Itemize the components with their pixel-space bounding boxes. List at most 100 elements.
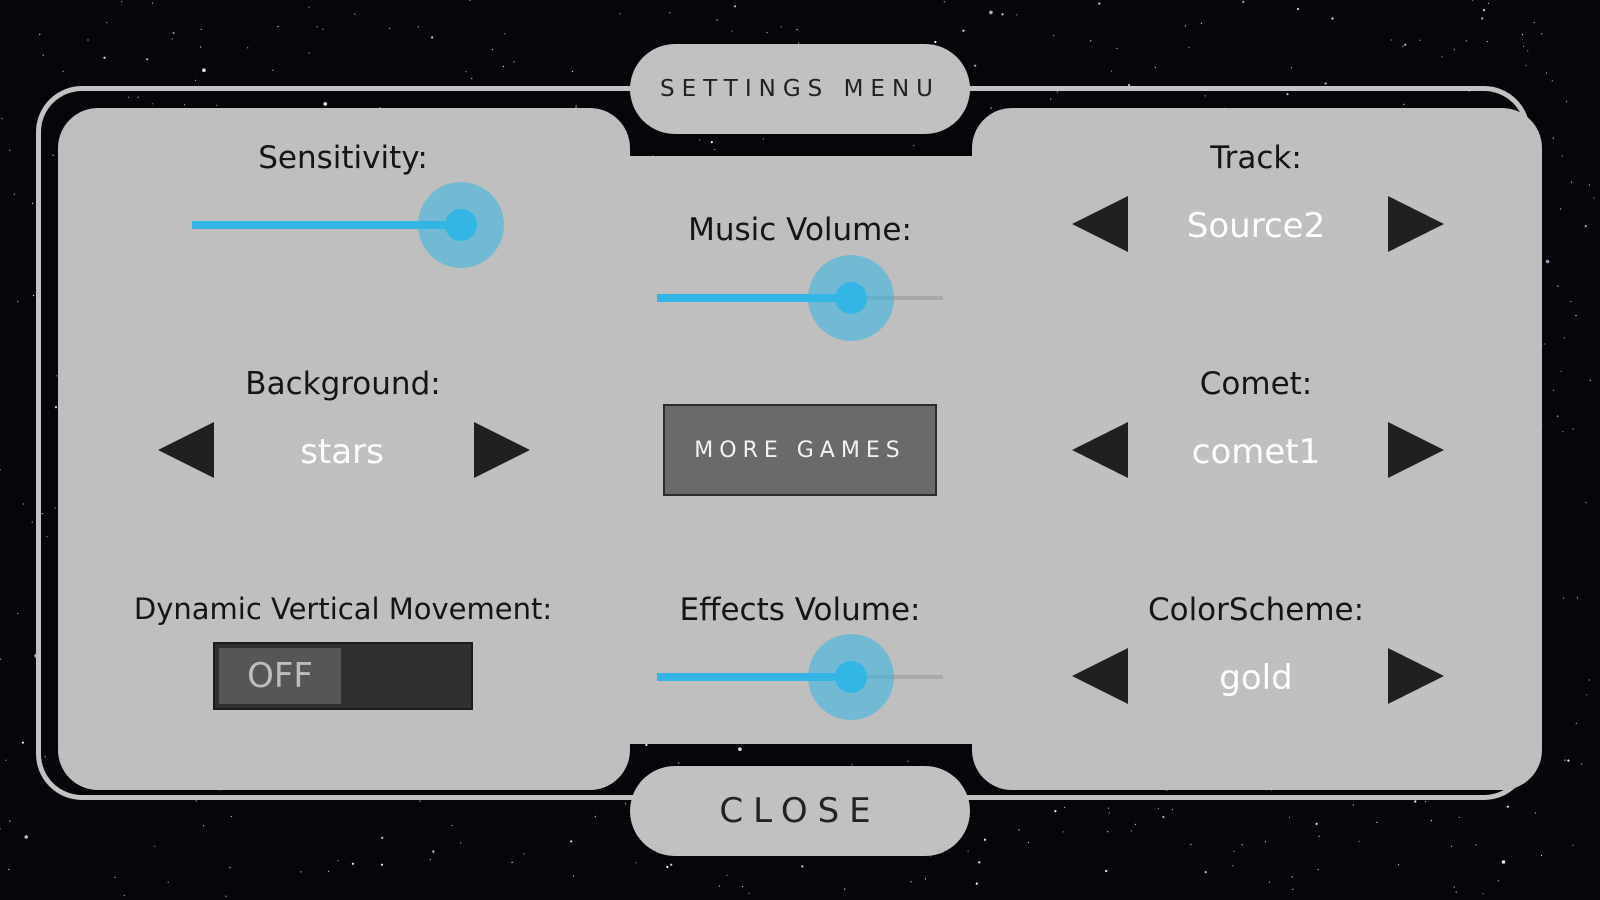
dynamic-vertical-movement-toggle[interactable]: OFF <box>213 642 473 710</box>
star <box>106 21 108 24</box>
colorscheme-label: ColorScheme: <box>1147 592 1365 628</box>
star <box>1545 259 1550 264</box>
star <box>1018 829 1020 831</box>
star <box>32 295 35 297</box>
background-prev-arrow-icon[interactable] <box>158 422 214 478</box>
star <box>1162 815 1165 819</box>
background-next-arrow-icon[interactable] <box>474 422 530 478</box>
star <box>1317 869 1319 871</box>
star <box>1563 337 1565 339</box>
star <box>1521 34 1524 36</box>
star <box>1541 33 1543 35</box>
star <box>1188 46 1190 48</box>
star <box>151 2 153 4</box>
star <box>24 835 29 839</box>
star <box>1 118 3 120</box>
star <box>54 406 58 409</box>
star <box>419 800 421 802</box>
star <box>989 10 993 15</box>
star <box>1560 370 1562 372</box>
star <box>1064 806 1066 809</box>
star <box>573 875 575 877</box>
star <box>87 39 89 41</box>
star <box>21 741 24 744</box>
star <box>1552 389 1554 391</box>
star <box>714 148 716 151</box>
star <box>183 104 185 106</box>
star <box>229 867 231 869</box>
star <box>1561 155 1563 157</box>
star <box>121 0 123 2</box>
close-button[interactable]: CLOSE <box>630 766 970 856</box>
track-prev-arrow-icon[interactable] <box>1072 196 1128 252</box>
star <box>41 513 44 515</box>
more-games-button[interactable]: MORE GAMES <box>663 404 937 496</box>
star <box>146 58 149 61</box>
star <box>1190 843 1192 846</box>
star <box>1506 805 1509 808</box>
star <box>123 894 125 896</box>
star <box>492 49 494 51</box>
star <box>1050 98 1052 100</box>
star <box>308 6 310 8</box>
star <box>1242 0 1245 3</box>
star <box>1390 39 1392 41</box>
star <box>1108 807 1110 809</box>
colorscheme-next-arrow-icon[interactable] <box>1388 648 1444 704</box>
dynamic-vertical-movement-label: Dynamic Vertical Movement: <box>133 592 553 626</box>
star <box>762 138 765 140</box>
star <box>1541 854 1543 857</box>
star <box>910 881 912 883</box>
star <box>1575 722 1577 724</box>
star <box>8 868 10 871</box>
slider-knob[interactable] <box>835 661 867 693</box>
star <box>1292 888 1294 891</box>
star <box>726 874 728 876</box>
slider-knob[interactable] <box>835 282 867 314</box>
star <box>962 29 965 32</box>
star <box>1450 845 1453 847</box>
star <box>0 658 2 660</box>
star <box>1397 864 1400 866</box>
star <box>1134 823 1136 826</box>
star <box>1062 831 1064 833</box>
star <box>9 149 11 151</box>
star <box>1584 225 1587 228</box>
star <box>62 70 64 72</box>
star <box>1472 0 1474 1</box>
star <box>0 469 1 471</box>
star <box>216 104 218 106</box>
star <box>471 77 473 80</box>
star <box>780 26 782 28</box>
star <box>1481 17 1484 20</box>
star <box>748 892 750 894</box>
star <box>1402 45 1404 47</box>
star <box>975 882 978 885</box>
comet-next-arrow-icon[interactable] <box>1388 422 1444 478</box>
sensitivity-slider[interactable] <box>192 182 504 268</box>
star <box>1404 43 1407 46</box>
star <box>1534 812 1536 814</box>
star <box>1525 64 1527 66</box>
star <box>32 202 34 204</box>
star <box>1486 41 1488 43</box>
slider-knob[interactable] <box>445 209 477 241</box>
star <box>570 840 573 843</box>
star <box>46 536 48 538</box>
star <box>1241 844 1243 846</box>
track-next-arrow-icon[interactable] <box>1388 196 1444 252</box>
star <box>52 154 54 156</box>
star <box>699 139 701 141</box>
effects-volume-slider[interactable] <box>657 634 943 720</box>
star <box>381 836 384 839</box>
music-volume-slider[interactable] <box>657 255 943 341</box>
star <box>798 42 800 44</box>
star <box>1016 14 1018 16</box>
star <box>460 842 462 844</box>
comet-prev-arrow-icon[interactable] <box>1072 422 1128 478</box>
star <box>1358 840 1360 842</box>
colorscheme-prev-arrow-icon[interactable] <box>1072 648 1128 704</box>
star <box>1414 800 1417 803</box>
star <box>127 96 129 98</box>
star <box>1171 808 1174 810</box>
